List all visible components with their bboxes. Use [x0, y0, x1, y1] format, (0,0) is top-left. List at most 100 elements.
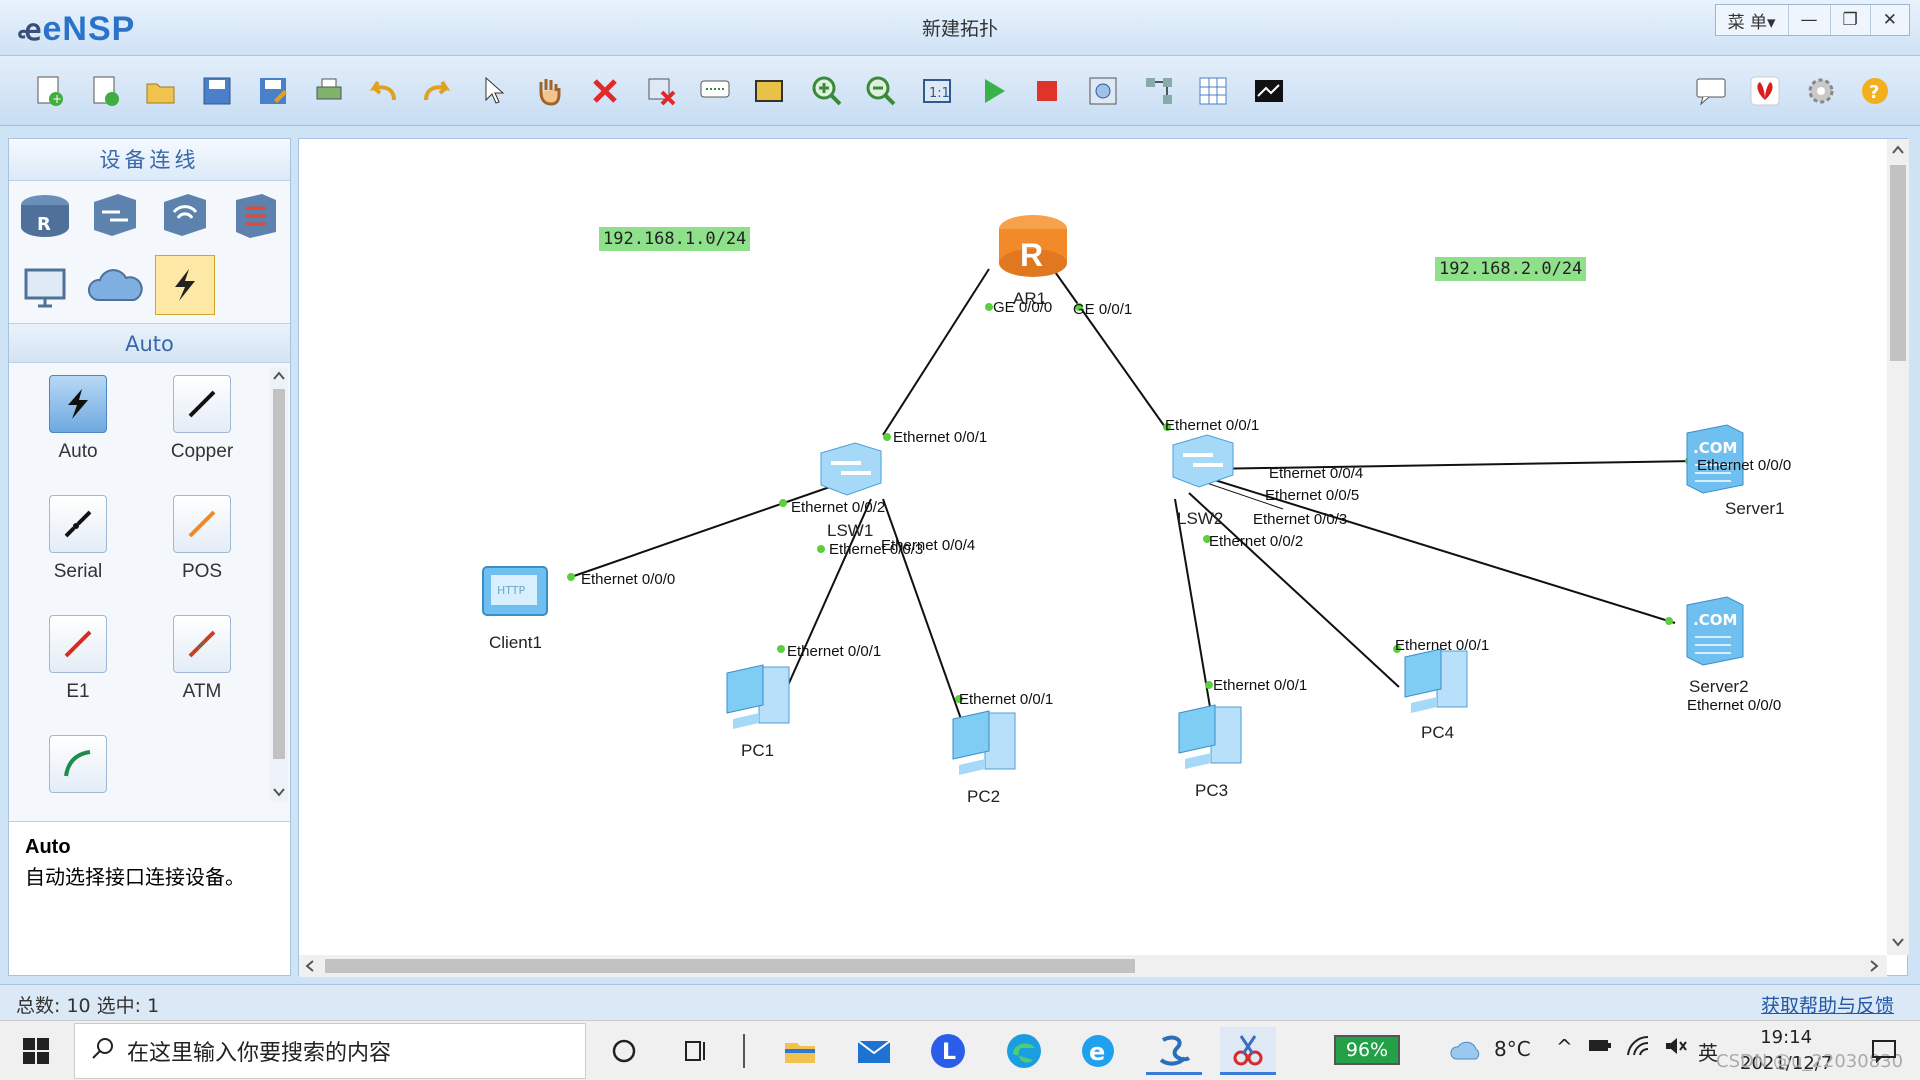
- zoom-out-icon[interactable]: [860, 70, 902, 112]
- text-icon[interactable]: [694, 70, 736, 112]
- windows-start-icon[interactable]: [8, 1027, 64, 1075]
- minimize-button[interactable]: —: [1787, 5, 1830, 35]
- link-ar1-lsw1[interactable]: [882, 268, 990, 436]
- start-icon[interactable]: [972, 70, 1014, 112]
- svg-text:1:1: 1:1: [929, 86, 950, 101]
- redo-icon[interactable]: [416, 70, 458, 112]
- notification-icon[interactable]: [1856, 1027, 1912, 1075]
- cable-auto[interactable]: Auto: [23, 375, 133, 463]
- cable-ctl[interactable]: [23, 735, 133, 793]
- port-label: Ethernet 0/0/4: [1269, 465, 1364, 482]
- clock[interactable]: 19:14 2021/12/7: [1740, 1025, 1832, 1077]
- file-explorer-icon[interactable]: [772, 1027, 828, 1075]
- ie-icon[interactable]: e: [1070, 1027, 1126, 1075]
- rectangle-icon[interactable]: [748, 70, 790, 112]
- battery-indicator[interactable]: 96%: [1334, 1035, 1400, 1065]
- zoom-in-icon[interactable]: [806, 70, 848, 112]
- grid-icon[interactable]: [1192, 70, 1234, 112]
- switch-category-icon[interactable]: [85, 187, 145, 243]
- close-button[interactable]: ✕: [1869, 5, 1909, 35]
- new-topology-icon[interactable]: +: [28, 70, 70, 112]
- settings-icon[interactable]: [1800, 70, 1842, 112]
- weather-icon[interactable]: [1448, 1035, 1484, 1068]
- menu-button[interactable]: 菜 单▾: [1727, 12, 1776, 33]
- task-view-icon[interactable]: [668, 1027, 724, 1075]
- delete-icon[interactable]: [584, 70, 626, 112]
- link-lsw2-server1[interactable]: [1204, 460, 1696, 470]
- cortana-icon[interactable]: [596, 1027, 652, 1075]
- help-feedback-link[interactable]: 获取帮助与反馈: [1760, 995, 1894, 1017]
- chevron-up-icon[interactable]: ^: [1556, 1035, 1573, 1059]
- topology-canvas[interactable]: 192.168.1.0/24 192.168.2.0/24 R AR1 LSW1…: [298, 138, 1909, 977]
- print-icon[interactable]: [308, 70, 350, 112]
- console-icon[interactable]: [1248, 70, 1290, 112]
- topology-icon[interactable]: [1138, 70, 1180, 112]
- chat-icon[interactable]: [1690, 70, 1732, 112]
- ime-indicator[interactable]: 英: [1698, 1041, 1718, 1065]
- wifi-icon[interactable]: [1626, 1035, 1650, 1062]
- router-category-icon[interactable]: R: [15, 187, 75, 243]
- cable-serial[interactable]: Serial: [23, 495, 133, 583]
- taskbar-search-box[interactable]: 在这里输入你要搜索的内容: [74, 1023, 586, 1079]
- ar1-label: AR1: [1013, 289, 1047, 308]
- port-dots: [567, 303, 1693, 703]
- select-icon[interactable]: [472, 70, 514, 112]
- cable-copper[interactable]: Copper: [147, 375, 257, 463]
- volume-muted-icon[interactable]: [1664, 1035, 1688, 1062]
- ctl-cable-icon: [49, 735, 107, 793]
- canvas-horizontal-scrollbar[interactable]: [299, 955, 1887, 977]
- ensp-taskbar-icon[interactable]: [1146, 1027, 1202, 1075]
- stop-icon[interactable]: [1026, 70, 1068, 112]
- temperature[interactable]: 8°C: [1494, 1037, 1531, 1061]
- fit-icon[interactable]: 1:1: [916, 70, 958, 112]
- new-example-icon[interactable]: [84, 70, 126, 112]
- pc-category-icon[interactable]: [15, 259, 75, 315]
- capture-icon[interactable]: [1082, 70, 1124, 112]
- delete-link-icon[interactable]: [640, 70, 682, 112]
- router-icon: R: [999, 215, 1067, 277]
- link-lsw1-client1[interactable]: [570, 480, 848, 578]
- link-ar1-lsw2[interactable]: [1052, 268, 1166, 428]
- restore-button[interactable]: ❐: [1829, 5, 1870, 35]
- description-title: Auto: [25, 836, 71, 858]
- cable-pos[interactable]: POS: [147, 495, 257, 583]
- wireless-category-icon[interactable]: [155, 187, 215, 243]
- port-label: Ethernet 0/0/0: [1687, 697, 1782, 714]
- window-controls: 菜 单▾ — ❐ ✕: [1714, 4, 1910, 36]
- battery-tray-icon[interactable]: [1588, 1035, 1612, 1060]
- lsw2-label: LSW2: [1177, 509, 1224, 528]
- cloud-category-icon[interactable]: [85, 259, 145, 315]
- firewall-category-icon[interactable]: [225, 187, 285, 243]
- link-lsw1-pc2[interactable]: [882, 498, 962, 720]
- network-label-1[interactable]: 192.168.1.0/24: [599, 227, 751, 251]
- port-label: Ethernet 0/0/1: [1213, 677, 1308, 694]
- snipping-tool-icon[interactable]: [1220, 1027, 1276, 1075]
- hand-icon[interactable]: [528, 70, 570, 112]
- title-bar: ꬴeNSP 新建拓扑 菜 单▾ — ❐ ✕: [0, 0, 1920, 56]
- edge-icon[interactable]: [996, 1027, 1052, 1075]
- save-as-icon[interactable]: [252, 70, 294, 112]
- server1-label: Server1: [1725, 499, 1785, 518]
- undo-icon[interactable]: [362, 70, 404, 112]
- cable-list-scrollbar[interactable]: [270, 367, 288, 802]
- l-app-icon[interactable]: L: [920, 1027, 976, 1075]
- svg-text:.COM: .COM: [1693, 611, 1737, 629]
- network-label-2[interactable]: 192.168.2.0/24: [1435, 257, 1587, 281]
- save-icon[interactable]: [196, 70, 238, 112]
- huawei-icon[interactable]: [1744, 70, 1786, 112]
- open-icon[interactable]: [140, 70, 182, 112]
- port-label: GE 0/0/1: [1073, 301, 1133, 318]
- link-lsw2-pc4[interactable]: [1188, 492, 1400, 688]
- link-category-icon[interactable]: [155, 255, 215, 315]
- help-icon[interactable]: ?: [1854, 70, 1896, 112]
- canvas-vertical-scrollbar[interactable]: [1887, 139, 1909, 955]
- pc4-label: PC4: [1421, 723, 1455, 742]
- link-lsw2-pc3[interactable]: [1174, 498, 1212, 714]
- cable-atm[interactable]: ATM: [147, 615, 257, 703]
- mail-icon[interactable]: [846, 1027, 902, 1075]
- cable-e1[interactable]: E1: [23, 615, 133, 703]
- link-lsw2-server2[interactable]: [1204, 476, 1676, 624]
- port-label: Ethernet 0/0/0: [581, 571, 676, 588]
- search-placeholder: 在这里输入你要搜索的内容: [127, 1041, 392, 1066]
- status-count: 总数: 10 选中: 1: [16, 995, 160, 1017]
